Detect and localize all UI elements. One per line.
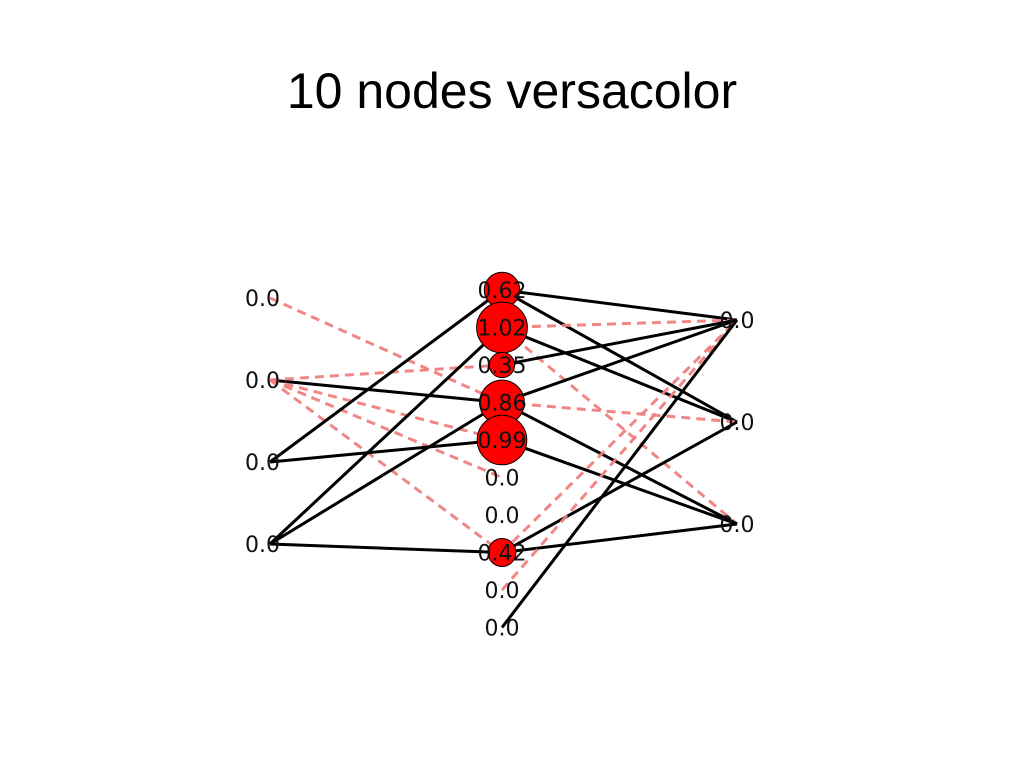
positive-edge (500, 319, 739, 629)
hidden-node-label: 0.99 (478, 429, 527, 454)
output-node-label: 0.0 (720, 513, 755, 538)
positive-edge (269, 378, 503, 404)
positive-edge (501, 420, 738, 554)
negative-edge (269, 363, 503, 382)
hidden-node (488, 351, 516, 379)
negative-edge (501, 401, 738, 424)
hidden-node-label: 0.35 (478, 354, 527, 379)
negative-edge (501, 318, 738, 329)
negative-edge (269, 296, 503, 404)
hidden-node (487, 538, 517, 567)
input-node-label: 0.0 (245, 369, 280, 394)
positive-edge (269, 401, 503, 546)
nodes-layer (476, 271, 528, 567)
positive-edge (501, 401, 738, 526)
positive-edge (501, 318, 738, 367)
negative-edge (501, 326, 738, 526)
hidden-node-label: 0.0 (485, 504, 520, 529)
edges-layer (268, 288, 739, 629)
positive-edge (501, 318, 738, 404)
hidden-node (476, 414, 528, 466)
slide-title: 10 nodes versacolor (286, 63, 738, 119)
labels-layer: 0.0 0.0 0.0 0.0 0.62 1.02 0.35 0.86 0.99 0.0 0.0 0.… (245, 279, 755, 642)
negative-edge (269, 378, 503, 554)
hidden-node-label: 0.42 (478, 542, 527, 567)
output-node-label: 0.0 (720, 411, 755, 436)
negative-edge (269, 378, 503, 479)
hidden-node-label: 0.0 (485, 579, 520, 604)
hidden-node-label: 0.0 (485, 467, 520, 492)
positive-edge (269, 438, 503, 464)
positive-edge (501, 288, 738, 322)
positive-edge (501, 522, 738, 554)
negative-edge (269, 378, 503, 442)
positive-edge (269, 288, 503, 464)
negative-edge (500, 318, 739, 554)
hidden-node-label: 0.86 (478, 392, 527, 417)
output-node-label: 0.0 (720, 309, 755, 334)
positive-edge (501, 326, 738, 424)
input-node-label: 0.0 (245, 451, 280, 476)
positive-edge (268, 326, 504, 546)
positive-edge (501, 438, 738, 526)
hidden-node-label: 1.02 (478, 317, 527, 342)
input-node-label: 0.0 (245, 533, 280, 558)
positive-edge (501, 288, 738, 424)
positive-edge (269, 542, 503, 554)
input-node-label: 0.0 (245, 287, 280, 312)
hidden-node-label: 0.0 (485, 617, 520, 642)
hidden-node-label: 0.62 (478, 279, 527, 304)
